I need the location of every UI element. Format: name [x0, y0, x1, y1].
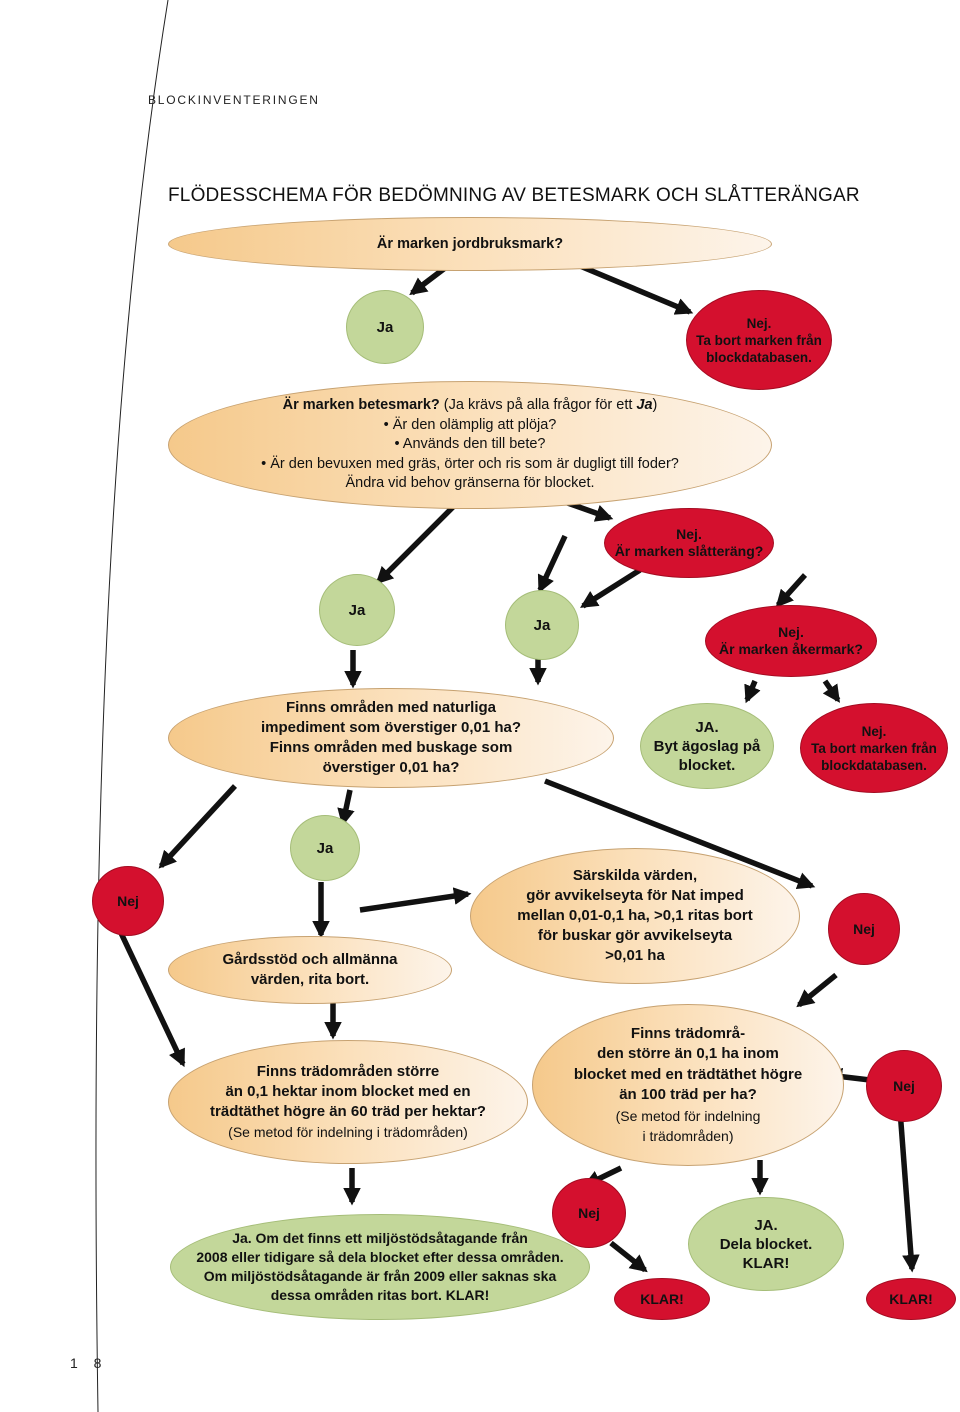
question-line: trädtäthet högre än 60 träd per hektar?	[210, 1103, 486, 1120]
answer-yes-tradomraden-60: Ja. Om det finns ett miljöstödsåtagande …	[170, 1214, 590, 1320]
result-line: för buskar gör avvikelseyta	[537, 927, 733, 944]
question-betesmark-footnote: Ändra vid behov gränserna för blocket.	[345, 475, 595, 492]
bullet-item: • Är den olämplig att plöja?	[383, 416, 557, 433]
answer-line: Dela blocket.	[719, 1235, 813, 1253]
result-line: >0,01 ha	[605, 947, 665, 964]
answer-line: Ja. Om det finns ett miljöstödsåtagande …	[232, 1230, 528, 1246]
answer-yes-betesmark: Ja	[319, 574, 395, 646]
answer-label: Nej	[853, 920, 875, 937]
question-line: impediment som överstiger 0,01 ha?	[260, 719, 522, 736]
answer-line: Nej.	[676, 526, 702, 542]
answer-no-slatterang: Nej. Är marken slåtteräng?	[604, 508, 774, 578]
answer-no-akermark: Nej. Är marken åkermark?	[705, 605, 877, 677]
page-title: FLÖDESSCHEMA FÖR BEDÖMNING AV BETESMARK …	[168, 185, 860, 206]
result-line: Gårdsstöd och allmänna	[222, 951, 398, 968]
answer-yes-slatterang: Ja	[505, 590, 579, 660]
answer-label: Ja	[533, 616, 551, 634]
answer-label: Nej	[117, 892, 139, 909]
answer-no-special: Nej	[828, 893, 900, 965]
done-label: KLAR!	[640, 1290, 684, 1307]
result-gardsstod: Gårdsstöd och allmänna värden, rita bort…	[168, 936, 452, 1004]
question-line: Finns områden med buskage som	[269, 739, 513, 756]
question-betesmark-intro: Är marken betesmark? (Ja krävs på alla f…	[283, 396, 658, 416]
answer-line: Om miljöstödsåtagande är från 2009 eller…	[203, 1268, 557, 1284]
question-impediment: Finns områden med naturliga impediment s…	[168, 688, 614, 788]
page-number: 1 8	[70, 1355, 108, 1371]
question-tradomraden-60: Finns trädområden större än 0,1 hektar i…	[168, 1040, 528, 1164]
question-note: i trädområden)	[642, 1128, 734, 1144]
result-line: Särskilda värden,	[572, 867, 698, 884]
question-line: Finns trädområden större	[256, 1063, 440, 1080]
answer-line: dessa områden ritas bort. KLAR!	[270, 1287, 490, 1303]
question-line: Finns områden med naturliga	[285, 699, 497, 716]
done-label: KLAR!	[889, 1290, 933, 1307]
answer-line: blocket.	[678, 756, 736, 774]
answer-line: JA.	[754, 1216, 778, 1234]
question-jordbruksmark: Är marken jordbruksmark?	[168, 217, 772, 271]
question-line: Finns trädområ-	[630, 1024, 746, 1042]
question-betesmark: Är marken betesmark? (Ja krävs på alla f…	[168, 381, 772, 509]
answer-line: Nej.	[746, 315, 772, 331]
question-line: än 0,1 hektar inom blocket med en	[225, 1083, 471, 1100]
answer-no-jordbruksmark: Nej. Ta bort marken från blockdatabasen.	[686, 290, 832, 390]
result-line: värden, rita bort.	[250, 971, 370, 988]
answer-no-tradomraden-60: Nej	[552, 1178, 626, 1248]
answer-label: Nej	[578, 1204, 600, 1221]
answer-yes-akermark: JA. Byt ägoslag på blocket.	[640, 703, 774, 789]
question-betesmark-ja: Ja	[636, 397, 653, 414]
bullet-item: • Används den till bete?	[394, 436, 546, 453]
question-note: (Se metod för indelning	[615, 1107, 761, 1124]
question-line: blocket med en trädtäthet högre	[573, 1065, 803, 1083]
answer-line: Nej.	[778, 624, 804, 640]
section-label: BLOCKINVENTERINGEN	[148, 93, 320, 107]
answer-line: 2008 eller tidigare så dela blocket efte…	[196, 1249, 564, 1265]
question-betesmark-heading: Är marken betesmark?	[282, 397, 440, 414]
question-betesmark-close: )	[652, 397, 658, 414]
result-special-values: Särskilda värden, gör avvikelseyta för N…	[470, 848, 800, 984]
answer-yes-tradomraden-100: JA. Dela blocket. KLAR!	[688, 1197, 844, 1291]
done-badge-right: KLAR!	[866, 1278, 956, 1320]
answer-yes-impediment: Ja	[290, 815, 360, 881]
answer-label: Ja	[348, 601, 366, 619]
answer-no-impediment: Nej	[92, 866, 164, 936]
answer-line: Är marken slåtteräng?	[614, 543, 764, 559]
question-tradomraden-100: Finns trädområ- den större än 0,1 ha ino…	[532, 1004, 844, 1166]
answer-line: Byt ägoslag på	[653, 737, 761, 755]
answer-line: blockdatabasen.	[706, 349, 812, 365]
question-note: (Se metod för indelning i trädområden)	[228, 1124, 468, 1140]
answer-line: KLAR!	[742, 1254, 790, 1272]
question-line: överstiger 0,01 ha?	[322, 759, 460, 776]
question-line: den större än 0,1 ha inom	[597, 1045, 779, 1062]
answer-line: JA.	[695, 718, 719, 736]
answer-no-remove-block: Nej. Ta bort marken från blockdatabasen.	[800, 703, 948, 793]
question-jordbruksmark-text: Är marken jordbruksmark?	[376, 236, 564, 252]
answer-label: Ja	[316, 839, 334, 857]
answer-label: Ja	[376, 318, 394, 336]
answer-line: Är marken åkermark?	[719, 641, 863, 657]
answer-yes-jordbruksmark: Ja	[346, 290, 424, 364]
arrows	[118, 263, 920, 1273]
answer-line: blockdatabasen.	[821, 757, 927, 773]
result-line: gör avvikelseyta för Nat imped	[526, 887, 744, 904]
page-curve	[95, 0, 169, 1412]
done-badge-left: KLAR!	[614, 1278, 710, 1320]
question-betesmark-note: (Ja krävs på alla frågor för ett	[439, 397, 637, 414]
bullet-item: • Är den bevuxen med gräs, örter och ris…	[261, 455, 679, 472]
answer-no-tradomraden-100: Nej	[866, 1050, 942, 1122]
answer-line: Ta bort marken från	[696, 332, 822, 348]
answer-line: Ta bort marken från	[811, 740, 937, 756]
answer-label: Nej	[893, 1077, 915, 1094]
question-line: än 100 träd per ha?	[619, 1086, 757, 1103]
result-line: mellan 0,01-0,1 ha, >0,1 ritas bort	[517, 907, 753, 924]
answer-line: Nej.	[861, 723, 887, 739]
